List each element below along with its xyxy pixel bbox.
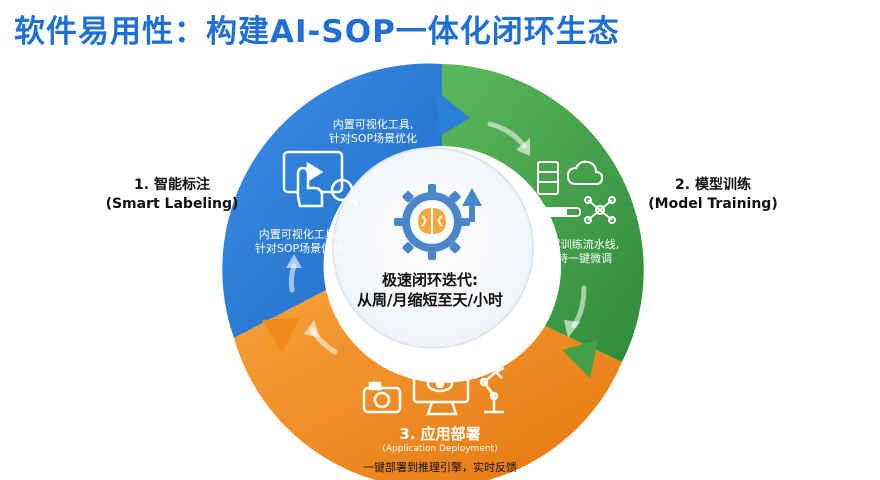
labeling-note-top-line1: 内置可视化工具, [332, 118, 414, 131]
labeling-note-bottom-line1: 内置可视化工具, [258, 228, 340, 241]
stage-label-training: 2. 模型训练 (Model Training) [638, 176, 788, 214]
flow-arrow-blue [288, 263, 297, 293]
arrow-green-to-orange [562, 340, 598, 378]
labeling-note-top: 内置可视化工具, 针对SOP场景优化 [318, 118, 428, 146]
flow-arrow-orange-head [304, 320, 320, 338]
segment-labeling [222, 63, 442, 339]
segment-training [442, 64, 644, 362]
center-caption-line2: 从周/月缩短至天/小时 [357, 291, 503, 309]
arrow-blue-to-green [436, 92, 470, 138]
stage-label-training-cn: 2. 模型训练 [675, 177, 751, 193]
labeling-note-top-line2: 针对SOP场景优化 [328, 132, 418, 145]
touch-screen-video-icon [282, 150, 358, 208]
stage-label-deployment: 3. 应用部署 (Application Deployment) [330, 425, 550, 455]
labeling-note-bottom-line2: 针对SOP场景优化 [254, 242, 344, 255]
stage-label-deployment-cn: 3. 应用部署 [399, 425, 481, 443]
flow-arrow-green-head [516, 138, 530, 156]
brain-gear-icon [394, 184, 482, 260]
training-note-line1: 集成训练流水线, [538, 238, 620, 251]
camera-monitor-robot-arm-icon [362, 364, 505, 416]
flow-arrow-blue-head [286, 254, 302, 268]
center-caption: 极速闭环迭代: 从周/月缩短至天/小时 [340, 270, 520, 310]
stage-label-labeling-cn: 1. 智能标注 [134, 177, 210, 193]
stage-label-labeling: 1. 智能标注 (Smart Labeling) [104, 176, 240, 214]
stage-label-labeling-en: (Smart Labeling) [105, 196, 239, 212]
training-note: 集成训练流水线, 支持一键微调 [524, 238, 634, 266]
arrow-orange-to-blue [262, 318, 300, 352]
flow-arrow-green [487, 121, 527, 149]
stage-label-training-en: (Model Training) [648, 196, 778, 212]
center-caption-line1: 极速闭环迭代: [382, 271, 478, 289]
page-title: 软件易用性：构建AI-SOP一体化闭环生态 [14, 14, 620, 50]
flow-arrow-green-lower-head [564, 320, 580, 338]
stage-label-deployment-en: (Application Deployment) [382, 444, 498, 454]
training-note-line2: 支持一键微调 [546, 252, 612, 265]
server-cloud-network-icon [533, 160, 616, 224]
labeling-note-bottom: 内置可视化工具, 针对SOP场景优化 [244, 228, 354, 256]
deployment-note: 一键部署到推理引擎，实时反馈 [363, 461, 517, 474]
